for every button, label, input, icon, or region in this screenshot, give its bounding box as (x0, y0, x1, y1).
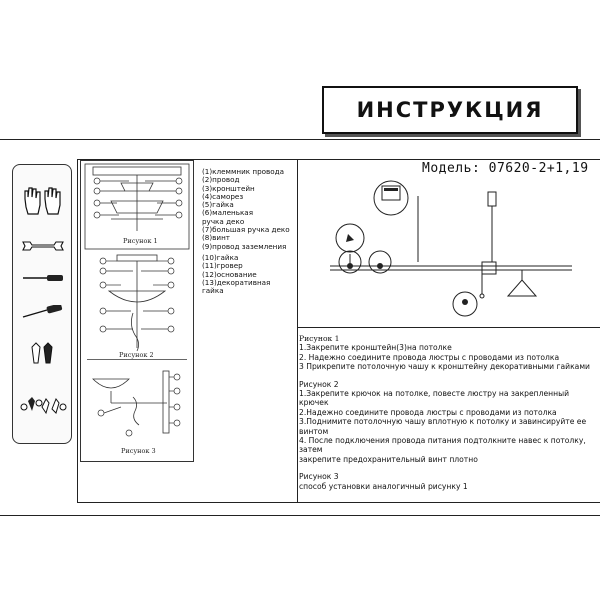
legend-item: (13)декоративная гайка (202, 277, 271, 296)
instructions-fig3-title: Рисунок 3 (299, 472, 339, 482)
title-box: ИНСТРУКЦИЯ (322, 86, 578, 134)
figure-1-drawing (84, 163, 190, 250)
tools-panel (12, 164, 72, 444)
main-top-border (77, 159, 600, 160)
instructions-fig2-title: Рисунок 2 (299, 379, 339, 389)
figure-1-caption: Рисунок 1 (123, 237, 158, 245)
legend-item: (3)кронштейн (202, 183, 255, 193)
instruction-step: 3 Прикрепите потолочную чашу к кронштейн… (299, 362, 590, 372)
model-label: Модель: 07620-2+1,19 (422, 161, 589, 176)
instruction-step: 1.Закрепите крючок на потолке, повесте л… (299, 389, 570, 408)
legend-item: (6)маленькая ручка деко (202, 208, 254, 226)
instruction-step: 2.Надежно соедините провода люстры с про… (299, 407, 557, 417)
header-divider (0, 139, 600, 140)
screws-icon (13, 395, 73, 415)
instructions-block: Рисунок 1 1.Закрепите кронштейн(3)на пот… (299, 334, 595, 491)
legend-item: (1)клеммник провода (202, 167, 285, 176)
anchors-icon (13, 341, 73, 365)
instruction-step: закрепите предохранительный винт плотно (299, 454, 478, 464)
legend-item: (11)гровер (202, 261, 243, 271)
chandelier-diagram (330, 180, 572, 317)
instructions-divider (297, 327, 600, 328)
column-divider (297, 159, 298, 502)
screwdriver-flat-icon (13, 273, 73, 283)
legend-item: (12)основание (202, 269, 257, 279)
instruction-step: винтом (299, 426, 329, 436)
instruction-step: способ установки аналогичный рисунку 1 (299, 481, 468, 491)
figure-divider (87, 359, 187, 360)
figures-panel: Рисунок 1 Рисунок 2 (80, 160, 194, 462)
legend-item: (2)провод (202, 175, 240, 185)
legend-item: (9)провод заземления (202, 241, 287, 251)
main-bottom-border (77, 502, 600, 503)
instructions-fig1-title: Рисунок 1 (299, 334, 340, 343)
legend-item: (5)гайка (202, 200, 234, 210)
page-title: ИНСТРУКЦИЯ (356, 98, 544, 122)
legend-item: (8)винт (202, 233, 230, 243)
instruction-step: 3.Поднимите потолочную чашу вплотную к п… (299, 417, 587, 427)
legend-item: (7)большая ручка деко (202, 225, 290, 235)
figure-2-drawing (99, 254, 175, 352)
legend-item: (4)саморез (202, 191, 244, 201)
figure-3-drawing (92, 370, 181, 437)
instruction-step: 1.Закрепите кронштейн(3)на потолке (299, 343, 452, 353)
figure-3-caption: Рисунок 3 (121, 447, 156, 455)
footer-divider (0, 515, 600, 516)
figure-2-caption: Рисунок 2 (119, 351, 154, 359)
parts-legend: (1)клеммник провода (2)провод (3)кронште… (202, 167, 298, 296)
instruction-step: 4. После подключения провода питания под… (299, 436, 586, 455)
main-left-border (77, 159, 78, 502)
instruction-step: 2. Надежно соедините провода люстры с пр… (299, 352, 560, 362)
screwdriver-icon (13, 305, 73, 319)
gloves-icon (13, 185, 73, 217)
legend-item: (10)гайка (202, 252, 239, 262)
wrench-icon (13, 239, 73, 253)
